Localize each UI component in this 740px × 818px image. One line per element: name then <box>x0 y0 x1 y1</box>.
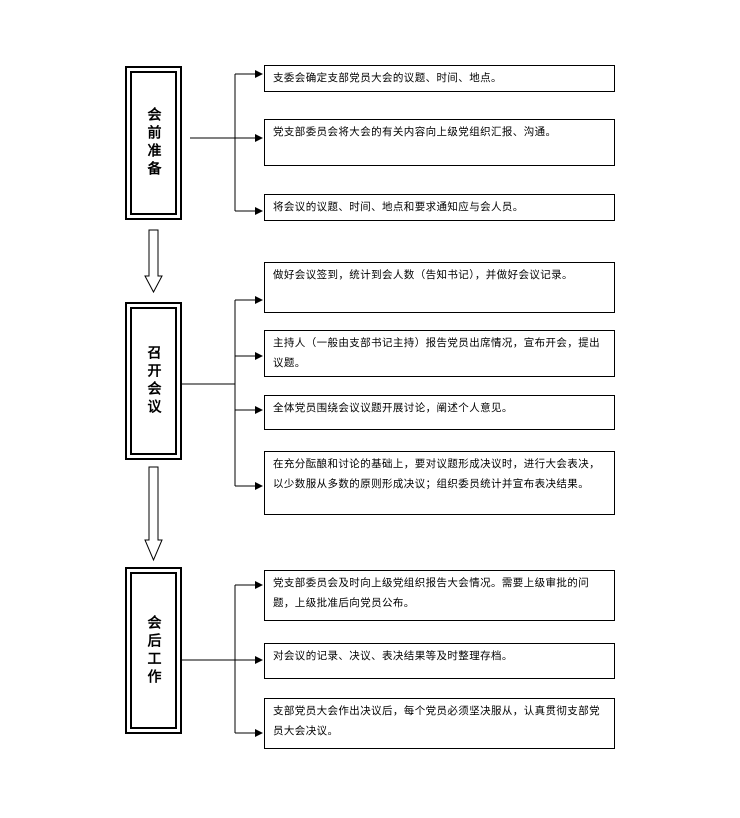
phase-title: 会前准备 <box>145 107 162 179</box>
step-box: 对会议的记录、决议、表决结果等及时整理存档。 <box>264 643 615 679</box>
step-box: 主持人（一般由支部书记主持）报告党员出席情况，宣布开会，提出议题。 <box>264 330 615 377</box>
step-box: 做好会议签到，统计到会人数（告知书记），并做好会议记录。 <box>264 262 615 313</box>
step-box: 支部党员大会作出决议后，每个党员必须坚决服从，认真贯彻支部党员大会决议。 <box>264 698 615 749</box>
step-box: 全体党员围绕会议议题开展讨论，阐述个人意见。 <box>264 395 615 430</box>
phase-box-post-meeting: 会后工作 <box>125 567 182 734</box>
step-box: 将会议的议题、时间、地点和要求通知应与会人员。 <box>264 194 615 221</box>
phase-box-meeting: 召开会议 <box>125 302 182 460</box>
down-arrow-2 <box>144 466 163 562</box>
step-box: 党支部委员会将大会的有关内容向上级党组织汇报、沟通。 <box>264 119 615 166</box>
phase-title: 会后工作 <box>145 614 162 687</box>
phase-3-connectors <box>181 581 263 737</box>
phase-1-connectors <box>190 70 263 215</box>
step-box: 党支部委员会及时向上级党组织报告大会情况。需要上级审批的问题，上级批准后向党员公… <box>264 570 615 621</box>
down-arrow-1 <box>144 229 163 294</box>
phase-box-pre-meeting: 会前准备 <box>125 66 182 220</box>
step-box: 支委会确定支部党员大会的议题、时间、地点。 <box>264 65 615 92</box>
phase-title: 召开会议 <box>145 345 162 417</box>
step-box: 在充分酝酿和讨论的基础上，要对议题形成决议时，进行大会表决，以少数服从多数的原则… <box>264 451 615 515</box>
phase-2-connectors <box>181 296 263 490</box>
